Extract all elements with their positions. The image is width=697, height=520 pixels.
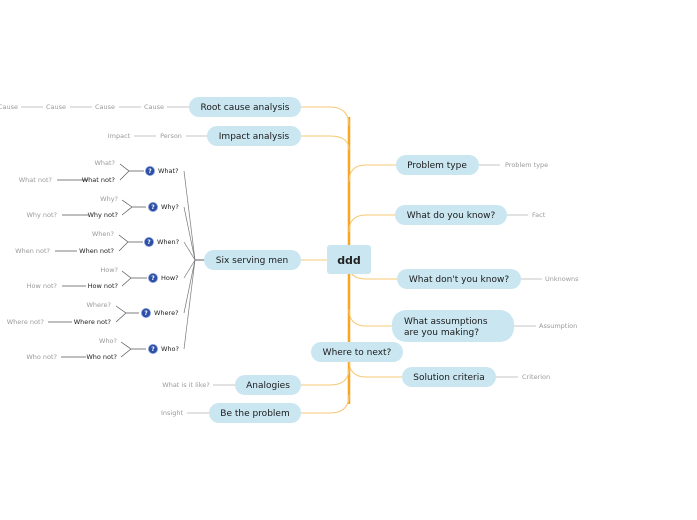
leaf-cause-2[interactable]: Cause xyxy=(95,103,115,111)
question-when[interactable]: ? When? xyxy=(143,236,179,247)
leaf-what-not-child[interactable]: What not? xyxy=(19,176,52,184)
leaf-problem-type[interactable]: Problem type xyxy=(505,161,548,169)
leaf-cause-1[interactable]: Cause xyxy=(144,103,164,111)
topic-impact-label: Impact analysis xyxy=(219,132,290,142)
topic-root-cause-label: Root cause analysis xyxy=(201,103,290,113)
fan-line xyxy=(183,259,196,279)
connector-problem-type xyxy=(348,164,396,183)
connector-be-problem xyxy=(301,394,350,414)
question-glyph: ? xyxy=(148,168,152,175)
help-question-icon xyxy=(143,236,154,247)
leaf-when-not[interactable]: When not? xyxy=(79,247,114,255)
connector-solution xyxy=(348,359,402,378)
leaf-who-positive[interactable]: Who? xyxy=(99,337,117,345)
leaf-how-not[interactable]: How not? xyxy=(88,282,118,290)
question-who-label: Who? xyxy=(161,345,179,353)
topic-analogies[interactable]: Analogies xyxy=(235,375,301,395)
leaf-where-not-child[interactable]: Where not? xyxy=(7,318,44,326)
topic-dont-know-label: What don't you know? xyxy=(409,275,509,285)
question-why[interactable]: ? Why? xyxy=(147,201,179,212)
leaf-who-not[interactable]: Who not? xyxy=(86,353,117,361)
fan-line xyxy=(183,259,196,314)
leaf-who-not-child[interactable]: Who not? xyxy=(26,353,57,361)
question-what-label: What? xyxy=(158,167,179,175)
question-glyph: ? xyxy=(151,275,155,282)
question-glyph: ? xyxy=(147,239,151,246)
connector-analogies xyxy=(301,367,350,386)
leaf-cause-3[interactable]: Cause xyxy=(46,103,66,111)
connector-know xyxy=(348,214,395,233)
topic-next[interactable]: Where to next? xyxy=(311,342,403,362)
help-question-icon xyxy=(140,307,151,318)
topic-solution-label: Solution criteria xyxy=(413,373,484,383)
center-label: ddd xyxy=(337,254,361,267)
leaf-where-not[interactable]: Where not? xyxy=(74,318,111,326)
question-glyph: ? xyxy=(151,204,155,211)
topic-problem-type[interactable]: Problem type xyxy=(396,155,479,175)
leaf-criterion[interactable]: Criterion xyxy=(522,373,550,381)
connector-root-cause xyxy=(301,106,350,127)
leaf-person[interactable]: Person xyxy=(160,132,182,140)
connector-impact xyxy=(301,135,350,151)
help-question-icon xyxy=(147,201,158,212)
topic-assumptions-label-line1: What assumptions xyxy=(404,317,488,327)
fan-line xyxy=(183,170,196,261)
topic-know-label: What do you know? xyxy=(407,211,496,221)
topic-assumptions[interactable]: What assumptions are you making? xyxy=(392,310,514,342)
question-glyph: ? xyxy=(151,346,155,353)
center-node[interactable]: ddd xyxy=(327,245,371,274)
topic-analogies-label: Analogies xyxy=(246,381,290,391)
leaf-why-not-child[interactable]: Why not? xyxy=(26,211,57,219)
leaf-what-positive[interactable]: What? xyxy=(94,159,115,167)
topic-impact[interactable]: Impact analysis xyxy=(207,126,301,146)
topic-next-label: Where to next? xyxy=(323,348,392,358)
topic-be-problem[interactable]: Be the problem xyxy=(209,403,301,423)
topic-dont-know[interactable]: What don't you know? xyxy=(397,269,521,289)
topic-assumptions-label-line2: are you making? xyxy=(404,328,479,338)
leaf-why-positive[interactable]: Why? xyxy=(100,195,118,203)
question-how-label: How? xyxy=(161,274,179,282)
leaf-what-not[interactable]: What not? xyxy=(82,176,115,184)
leaf-fact[interactable]: Fact xyxy=(532,211,546,219)
question-how[interactable]: ? How? xyxy=(147,272,179,283)
fan-line xyxy=(183,241,196,261)
topic-know[interactable]: What do you know? xyxy=(395,205,507,225)
leaf-cause-4[interactable]: Cause xyxy=(0,103,18,111)
topic-problem-type-label: Problem type xyxy=(407,161,467,171)
leaf-unknowns[interactable]: Unknowns xyxy=(545,275,579,283)
help-question-icon xyxy=(144,165,155,176)
leaf-insight[interactable]: Insight xyxy=(161,409,183,417)
leaf-how-not-child[interactable]: How not? xyxy=(27,282,57,290)
leaf-assumption[interactable]: Assumption xyxy=(539,322,577,330)
question-where[interactable]: ? Where? xyxy=(140,307,179,318)
question-what[interactable]: ? What? xyxy=(144,165,179,176)
leaf-what-like[interactable]: What is it like? xyxy=(162,381,209,389)
sub-lines xyxy=(48,163,147,358)
topic-root-cause[interactable]: Root cause analysis xyxy=(189,97,301,117)
topic-be-problem-label: Be the problem xyxy=(220,409,289,419)
fan-line xyxy=(183,206,196,261)
question-glyph: ? xyxy=(144,310,148,317)
help-question-icon xyxy=(147,272,158,283)
topic-six-serving[interactable]: Six serving men xyxy=(204,250,301,270)
leaf-when-positive[interactable]: When? xyxy=(92,230,114,238)
connector-assumptions xyxy=(348,308,392,327)
leaf-where-positive[interactable]: Where? xyxy=(86,301,111,309)
leaf-when-not-child[interactable]: When not? xyxy=(15,247,50,255)
topic-solution[interactable]: Solution criteria xyxy=(402,367,496,387)
question-when-label: When? xyxy=(157,238,179,246)
fan-line xyxy=(183,259,196,350)
help-question-icon xyxy=(147,343,158,354)
leaf-impact[interactable]: Impact xyxy=(108,132,131,140)
leaf-why-not[interactable]: Why not? xyxy=(87,211,118,219)
question-why-label: Why? xyxy=(161,203,179,211)
topic-six-serving-label: Six serving men xyxy=(216,256,288,266)
question-who[interactable]: ? Who? xyxy=(147,343,179,354)
question-where-label: Where? xyxy=(154,309,179,317)
leaf-how-positive[interactable]: How? xyxy=(100,266,118,274)
